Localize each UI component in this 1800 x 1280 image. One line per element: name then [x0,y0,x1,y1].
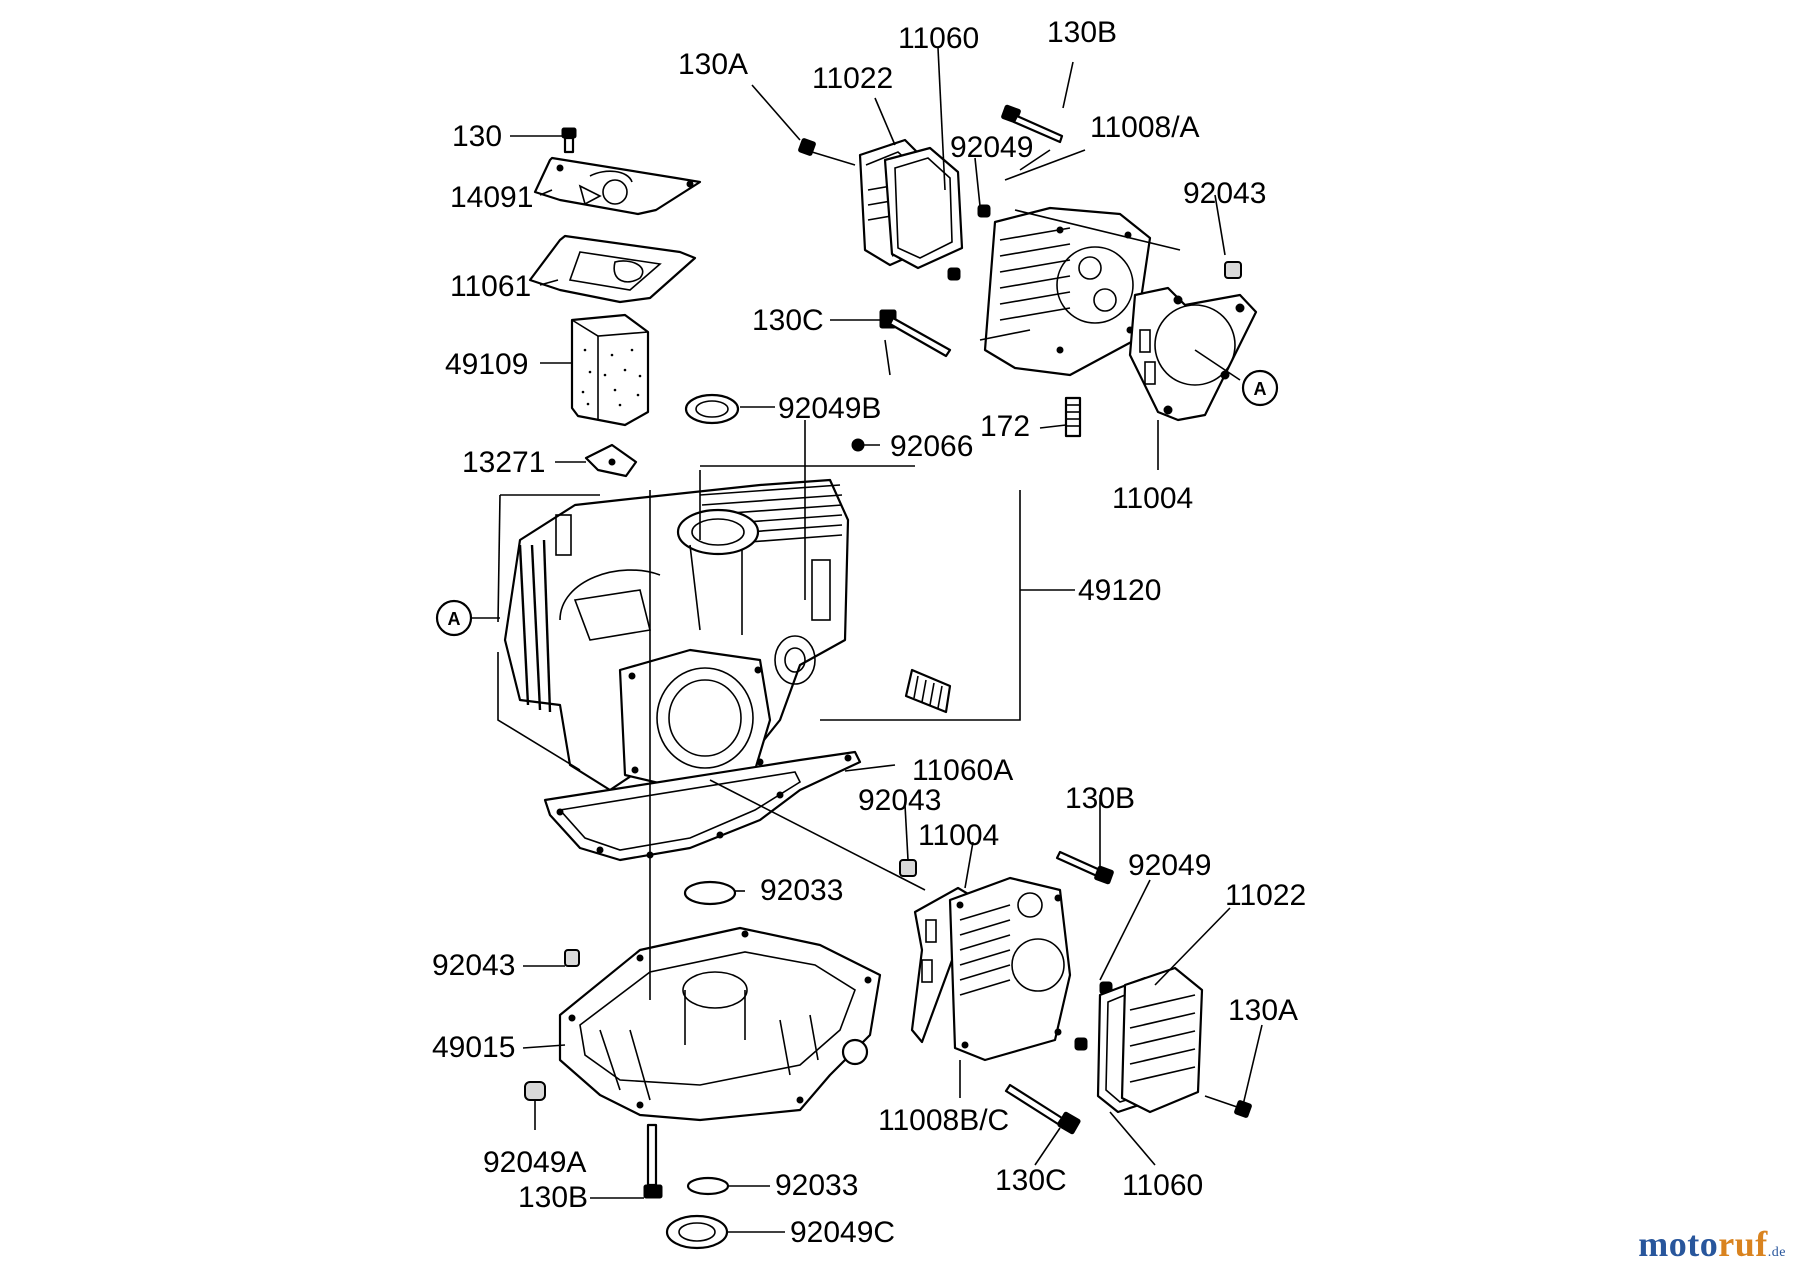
label-11004-top: 11004 [1112,482,1193,515]
dowel-92043-top [1224,261,1242,279]
filter-gasket-11061 [528,234,697,304]
label-92033-bottom: 92033 [775,1169,858,1202]
label-49120: 49120 [1078,574,1161,607]
label-13271: 13271 [462,446,545,479]
rocker-gasket-11060-top [883,146,964,270]
o-ring-92033-bottom [686,1176,730,1196]
bolt-130 [561,127,577,154]
label-11022-bottom: 11022 [1225,879,1306,912]
label-130a-bottom: 130A [1228,994,1298,1027]
bolt-130c-bottom [1004,1083,1081,1135]
label-11060a: 11060A [912,754,1013,787]
label-130a-top: 130A [678,48,748,81]
bolt-130b-bottom [643,1123,663,1199]
label-130c-bottom: 130C [995,1164,1067,1197]
dowel-92043-mid [899,859,917,877]
dowel-92043-left [564,949,580,967]
label-130c-top: 130C [752,304,824,337]
label-11061: 11061 [450,270,531,303]
label-92066: 92066 [890,430,973,463]
part-labels: 130 14091 11061 49109 13271 92049B 92066… [432,16,1306,1249]
label-92043-left: 92043 [432,949,515,982]
label-11008bc: 11008B/C [878,1104,1009,1137]
label-92049c: 92049C [790,1216,895,1249]
label-92049a: 92049A [483,1146,586,1179]
label-11060-bottom: 11060 [1122,1169,1203,1202]
label-11022-top: 11022 [812,62,893,95]
seal-92049a [524,1081,546,1101]
oil-seal-92049c [665,1214,729,1250]
label-92043-mid: 92043 [858,784,941,817]
watermark-part3: .de [1767,1245,1786,1260]
pin-92049-top [947,204,991,281]
oil-pan-49015 [558,926,882,1122]
label-11008a: 11008/A [1090,111,1200,144]
oil-seal-92049b [684,393,740,425]
crankcase-gasket-11060a [543,750,862,862]
crankcase-49120 [503,478,850,792]
label-92043-top: 92043 [1183,177,1266,210]
label-130b-top: 130B [1047,16,1117,49]
label-92049-top: 92049 [950,131,1033,164]
label-130b-mid: 130B [1065,782,1135,815]
watermark-logo: motoruf.de [1638,1223,1786,1265]
callout-a-right-text: A [1254,379,1267,399]
label-14091: 14091 [450,181,533,214]
spark-plug-172 [1064,396,1082,438]
rocker-cover-11022-bottom [1120,966,1204,1114]
head-gasket-11004-top [1128,286,1258,422]
callout-a-right: A [1241,369,1279,407]
label-130b-bottom: 130B [518,1181,588,1214]
label-11004-bottom: 11004 [918,819,999,852]
leader-lines [497,47,1263,1233]
label-172: 172 [980,410,1030,443]
callout-a-left: A [435,599,473,637]
bolt-130b-top [1001,104,1064,144]
air-filter-element-49109 [570,313,650,427]
cylinder-head-11008a [983,206,1152,377]
label-49109: 49109 [445,348,528,381]
label-92033-top: 92033 [760,874,843,907]
watermark-part2: ruf [1718,1224,1768,1264]
watermark-part1: moto [1638,1224,1719,1264]
label-92049-bottom: 92049 [1128,849,1211,882]
label-92049b: 92049B [778,392,881,425]
label-11060-top: 11060 [898,22,979,55]
cylinder-head-11008bc [948,876,1072,1062]
breather-tube-fitting [904,668,952,714]
bolt-130c-top [879,309,952,358]
label-130: 130 [452,120,502,153]
bolt-130a-top [798,138,856,166]
label-49015: 49015 [432,1031,515,1064]
bolt-130b-mid [1055,850,1114,885]
o-ring-92033-top [683,880,737,906]
callout-a-left-text: A [448,609,461,629]
filter-cover-14091 [533,156,702,216]
bolt-130a-bottom [1204,1095,1252,1118]
breather-plate-13271 [584,443,638,478]
